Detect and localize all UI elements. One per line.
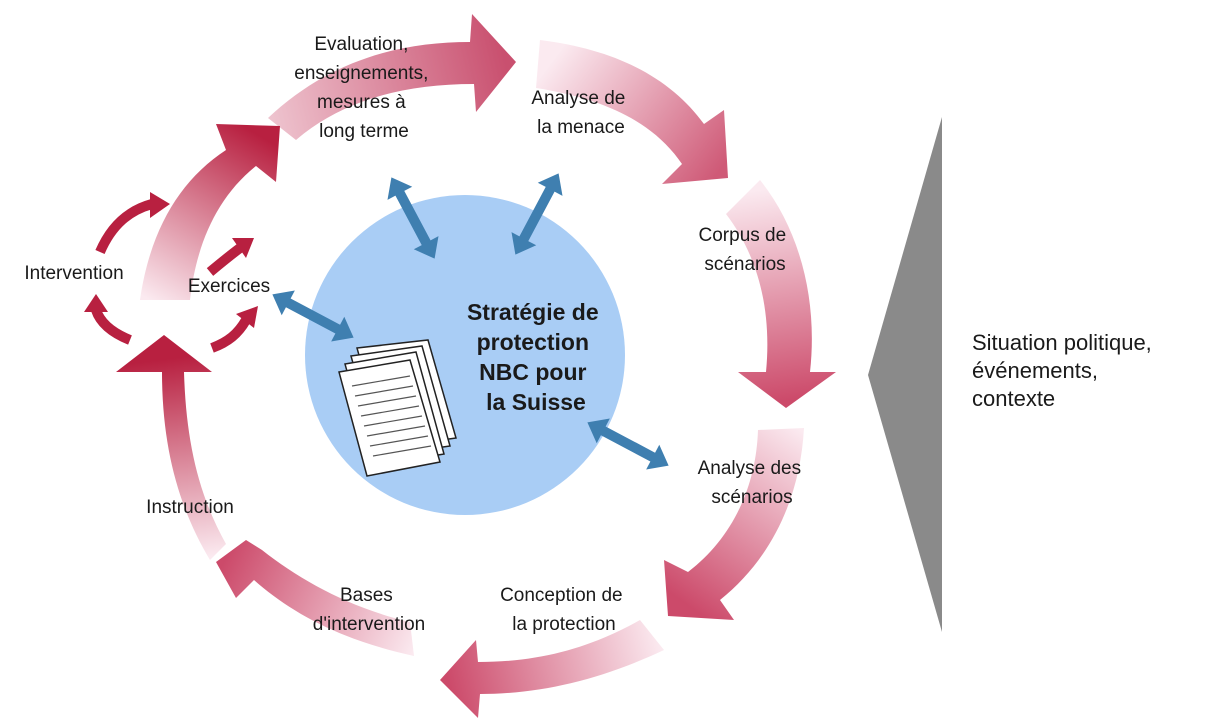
cycle-arrow-bases [216,540,414,656]
cycle-arrow-analyse [664,428,804,620]
cycle-arrow-menace [536,40,728,184]
loop-arrowhead-4 [84,294,108,312]
loop-arc-bottom-left [91,308,132,345]
loop-arc-bottom-right [210,317,251,353]
loop-arrowhead-1 [150,192,170,218]
link-arrow-evaluation [387,177,439,259]
loop-arrowhead-2 [232,238,254,258]
loop-arc-top-right [206,244,244,276]
context-triangle-shape [868,117,942,632]
label-exercices: Exercices [188,276,270,297]
loop-arrowhead-3 [236,306,258,328]
label-bases-intervention: Bases d'intervention [313,585,425,635]
document-stack-icon [338,339,457,477]
cycle-arrows [116,14,836,718]
cycle-arrow-conception [440,620,664,718]
link-arrow-analyse-scenarios [587,418,669,470]
label-intervention: Intervention [24,263,123,284]
label-analyse-scenarios: Analyse des scénarios [698,458,807,508]
link-arrows [272,173,669,470]
label-instruction: Instruction [146,497,234,518]
center-title: Stratégie de protection NBC pour la Suis… [467,299,605,415]
cycle-arrow-instruction [116,335,226,560]
link-arrow-menace [511,173,563,255]
context-text: Situation politique, événements, context… [972,330,1158,411]
cycle-arrow-evaluation [268,14,516,140]
cycle-arrow-to-evaluation [140,124,280,300]
label-corpus-scenarios: Corpus de scénarios [699,225,792,275]
label-evaluation: Evaluation, enseignements, mesures à lon… [294,34,433,142]
cycle-arrow-corpus [726,180,836,408]
label-conception: Conception de la protection [500,585,628,635]
link-arrow-exercices [272,290,354,342]
loop-arc-top-left [95,199,154,255]
intervention-loop [84,192,258,353]
label-analyse-menace: Analyse de la menace [531,88,630,138]
